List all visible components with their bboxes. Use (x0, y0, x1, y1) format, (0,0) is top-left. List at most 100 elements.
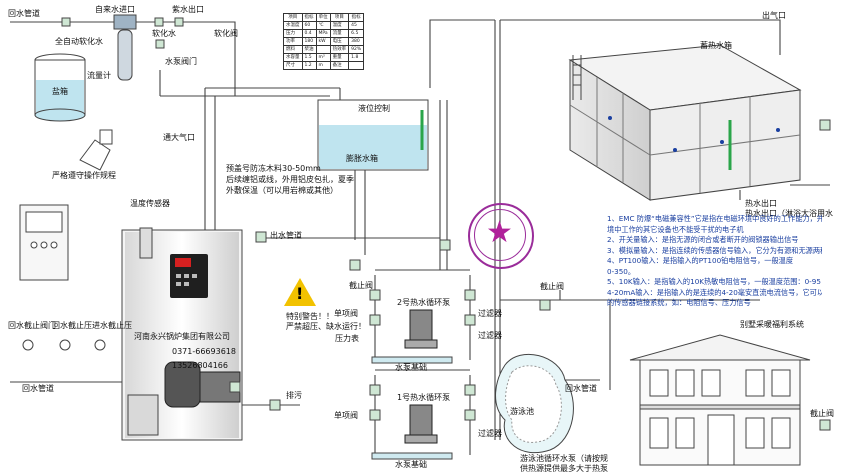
table-cell: 1.2 (301, 61, 317, 70)
label-inlet-valve: 回水截止压 (52, 321, 92, 330)
label-pump-2: 2号热水循环泵 (397, 298, 451, 307)
label-return-water-top: 回水管道 (8, 9, 40, 18)
label-return-pipe-1: 回水管道 (22, 384, 54, 393)
label-hot-water-use: 热水出口（淋浴大浴用水 (745, 209, 833, 218)
table-cell: 压力 (283, 29, 303, 38)
note-line: 境中工作的其它设备也不能受干扰的电子机 (607, 224, 744, 234)
expansion-tank (317, 99, 429, 171)
label-return-valve-left: 回水截止阀门 (8, 321, 56, 330)
label-steam-outlet: 出水管道 (270, 231, 302, 240)
swimming-pool (495, 353, 574, 454)
label-hot-water-box: 蓄热水箱 (700, 41, 732, 50)
label-caution-2: 严禁超压、缺水运行！ (286, 322, 366, 331)
label-boiler-note-3: 外敷保温（可以用岩棉或其他） (226, 186, 338, 195)
table-cell: 0.4 (301, 29, 317, 38)
label-hot-water-out: 热水出口 (745, 199, 777, 208)
label-operation-rules: 严格遵守操作规程 (52, 171, 116, 180)
table-cell (315, 45, 331, 54)
table-cell: 燃料 (283, 45, 303, 54)
table-header-cell: 指标 (301, 13, 317, 22)
label-boiler-inlet: 进水截止压 (92, 321, 132, 330)
salt-box (34, 53, 86, 122)
table-cell: 电压 (329, 37, 350, 46)
table-cell: 92% (348, 45, 365, 54)
table-cell: 流量 (329, 29, 350, 38)
label-phone-1: 0371-66693618 (172, 347, 236, 356)
panel-button[interactable] (176, 274, 181, 278)
table-cell: 6.5 (348, 29, 365, 38)
label-caution-1: 特别警告！！ (286, 312, 334, 321)
label-temp-sensor: 温度传感器 (130, 199, 170, 208)
table-cell: 温度 (329, 21, 350, 30)
label-check-valve-1: 单项阀 (334, 309, 358, 318)
table-cell: 380 (348, 37, 365, 46)
pump-2 (404, 309, 438, 349)
panel-display (175, 258, 191, 267)
valve-icon (155, 39, 165, 49)
label-discharge: 排污 (286, 391, 302, 400)
note-line: 的传感器链接系统，如：电阻信号、压力信号 (607, 298, 751, 307)
control-cabinet (19, 204, 69, 281)
panel-button[interactable] (184, 282, 189, 286)
table-cell: 热效率 (329, 45, 350, 54)
pump-base (371, 452, 453, 460)
note-line: 3、模拟量输入：是指连续的传感器信号输入，它分为有源和无源两种 (607, 245, 822, 255)
table-cell: m (315, 61, 331, 70)
note-line: 4、PT100输入：是指输入的PT100铂电阻信号，一般温度 (607, 256, 794, 265)
table-cell: 180 (301, 37, 317, 46)
table-header-cell: 项目 (283, 13, 303, 22)
notes-block: 1、EMC 防爆“电磁兼容性”它是指在电磁环境中良好的工作能力，并且在此环 境中… (607, 214, 822, 309)
label-water-meter: 自来水进口 (95, 5, 135, 14)
table-cell: 45 (348, 21, 365, 30)
label-check-valve-2: 单项阀 (334, 411, 358, 420)
storage-tank (568, 44, 802, 201)
label-pool-note-2: 供热源提供最多大于热泵 (520, 464, 608, 473)
table-cell: 1.5 (301, 53, 317, 62)
label-flow-note: 流量计 (87, 71, 111, 80)
panel-button[interactable] (192, 274, 197, 278)
note-line: 0-350。 (607, 266, 636, 276)
pump-base (371, 356, 453, 364)
table-cell: ℃ (315, 21, 331, 30)
table-cell: 60 (301, 21, 317, 30)
label-vent-air: 通大气口 (163, 133, 195, 142)
label-drain-valve: 水泵阀门 (165, 57, 197, 66)
note-line: 5、10K输入：是指输入的10K热敏电阻信号，一般温度范围：0-95 (607, 277, 821, 286)
valve-icon (61, 17, 71, 27)
table-header-cell: 指标 (348, 13, 365, 22)
label-expansion-tank: 膨胀水箱 (346, 154, 378, 163)
table-cell: 水容量 (283, 53, 303, 62)
label-pressure-gauge: 压力表 (335, 334, 359, 343)
panel-button[interactable] (184, 274, 189, 278)
table-cell: 水温度 (283, 21, 303, 30)
table-header-row: 项目 指标 单位 项目 指标 (283, 13, 365, 22)
table-cell: 备注 (329, 61, 350, 70)
note-line: 2、开关量输入：是指无源的闭合或者断开的阀锁器输出信号 (607, 235, 799, 244)
gauge-icons (22, 339, 106, 351)
table-header-cell: 项目 (329, 13, 350, 22)
label-company: 河南永兴锅炉集团有限公司 (134, 332, 230, 341)
pump-1 (404, 404, 438, 444)
label-filter-3: 过滤器 (478, 429, 502, 438)
label-filter-2: 过滤器 (478, 331, 502, 340)
valve-icon (154, 17, 164, 27)
table-cell: 重量 (329, 53, 350, 62)
table-cell: MPa (315, 29, 331, 38)
warning-icon (284, 278, 316, 306)
company-stamp-inner (474, 209, 526, 261)
table-header-cell: 单位 (315, 13, 331, 22)
valve-icon (819, 119, 831, 131)
panel-button[interactable] (176, 282, 181, 286)
ladder (572, 55, 582, 100)
label-filter-1: 过滤器 (478, 309, 502, 318)
label-phone-2: 13526804166 (172, 361, 228, 370)
table-cell: 柴油 (301, 45, 317, 54)
star-icon: ★ (486, 215, 513, 250)
hand-icon (79, 129, 113, 171)
label-villa: 别墅采暖福利系统 (740, 320, 804, 329)
